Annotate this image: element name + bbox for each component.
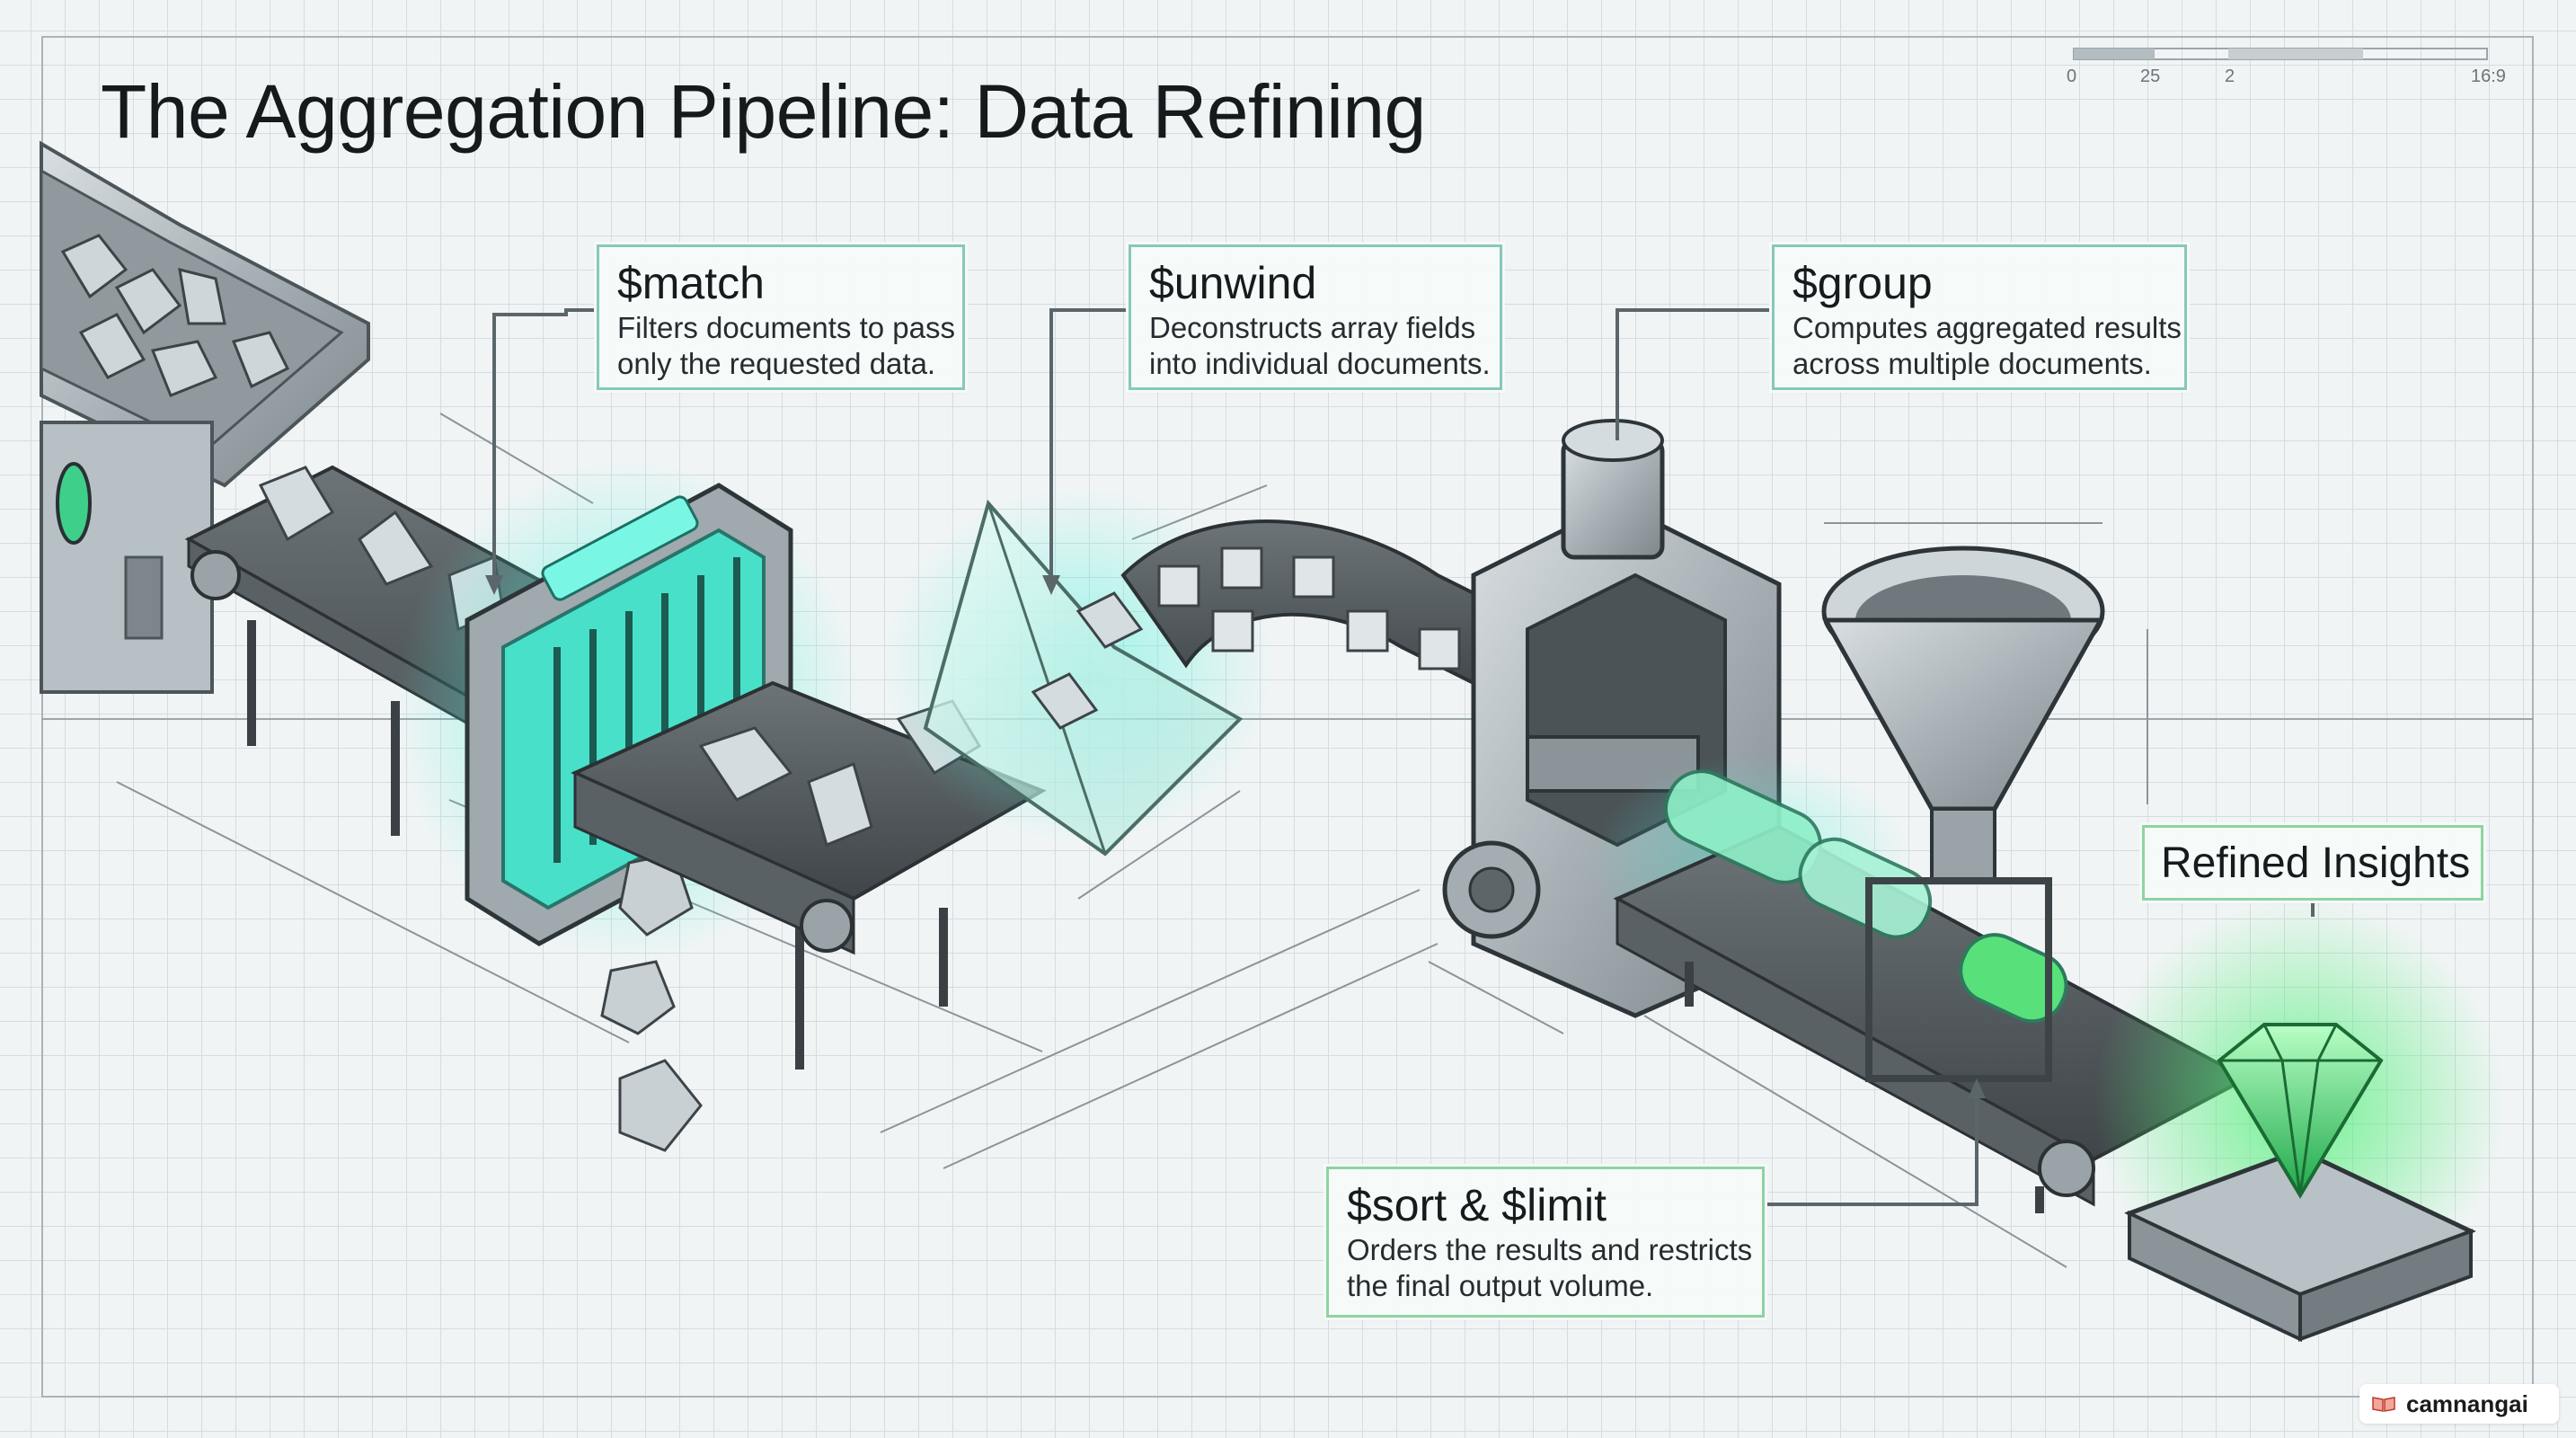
scale-bar: 0 25 2 16:9 (2067, 45, 2516, 90)
refined-gem-output (2094, 899, 2507, 1343)
callout-unwind-line1: Deconstructs array fields (1149, 311, 1476, 344)
callout-sort-limit-line2: the final output volume. (1347, 1269, 1654, 1302)
blueprint-frame (41, 36, 2534, 1398)
conveyor-belt-2 (571, 680, 1047, 955)
scale-tick-ratio: 16:9 (2471, 67, 2506, 86)
callout-leader-lines (492, 308, 2315, 1206)
callout-match-line2: only the requested data. (617, 347, 936, 380)
scale-bar-graphic (2073, 48, 2488, 60)
watermark-text: camnangai (2406, 1389, 2528, 1417)
callout-unwind: $unwind Deconstructs array fields into i… (1129, 244, 1502, 390)
sort-limit-funnel (1821, 546, 2105, 1082)
callout-group-title: $group (1793, 258, 1933, 308)
callout-arrowheads (485, 575, 1986, 1098)
callout-sort-limit-title: $sort & $limit (1347, 1180, 1607, 1230)
page-title: The Aggregation Pipeline: Data Refining (101, 69, 1426, 154)
scale-tick-2: 2 (2225, 67, 2235, 86)
callout-match-line1: Filters documents to pass (617, 311, 955, 344)
callout-sort-limit: $sort & $limit Orders the results and re… (1326, 1167, 1765, 1318)
input-hopper (40, 140, 370, 694)
conveyor-belt-3 (1120, 519, 1548, 704)
callout-group: $group Computes aggregated results acros… (1772, 244, 2187, 390)
callout-group-line1: Computes aggregated results (1793, 311, 2182, 344)
callout-sort-limit-line1: Orders the results and restricts (1347, 1233, 1753, 1266)
conveyor-belt-4 (1590, 755, 2251, 1213)
callout-unwind-title: $unwind (1149, 258, 1317, 308)
callout-group-line2: across multiple documents. (1793, 347, 2152, 380)
refined-insights-label: Refined Insights (2161, 839, 2471, 887)
callout-match-title: $match (617, 258, 765, 308)
callout-unwind-line2: into individual documents. (1149, 347, 1491, 380)
book-icon (2372, 1397, 2395, 1412)
callout-refined-insights: Refined Insights (2142, 825, 2483, 901)
dimension-lines (116, 413, 2148, 1268)
callout-match: $match Filters documents to pass only th… (597, 244, 965, 390)
watermark-badge: camnangai (2359, 1384, 2559, 1424)
scale-tick-25: 25 (2140, 67, 2161, 86)
scale-tick-0: 0 (2067, 67, 2077, 86)
